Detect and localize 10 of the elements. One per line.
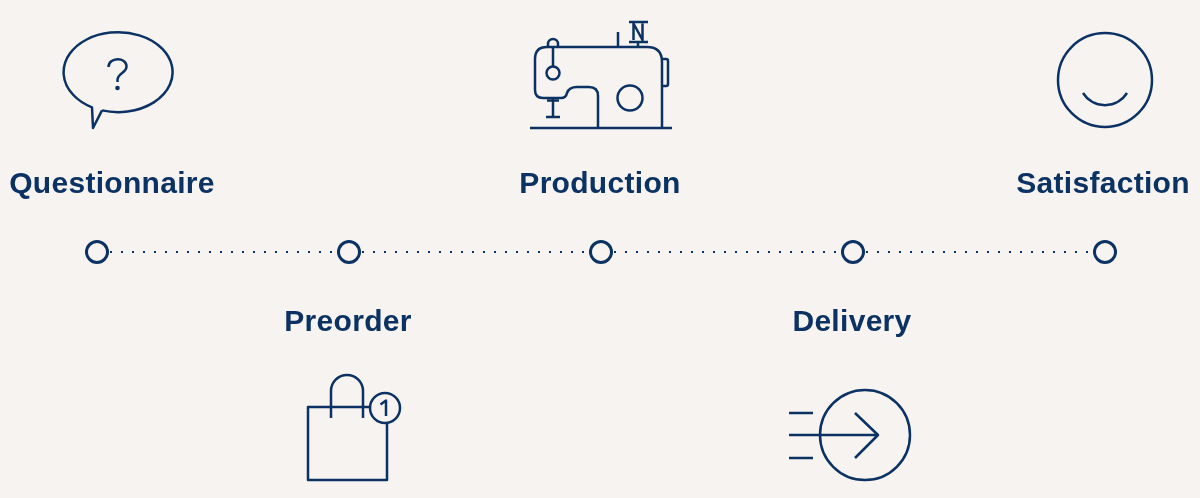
timeline-marker [1093,240,1117,264]
stage-label: Production [519,166,681,200]
timeline-marker [841,240,865,264]
stage-label: Preorder [284,304,412,338]
timeline-marker [85,240,109,264]
stage-label: Delivery [792,304,912,338]
timeline-marker [337,240,361,264]
timeline-marker [589,240,613,264]
stage-label: Satisfaction [1016,166,1190,200]
stage-label: Questionnaire [9,166,215,200]
